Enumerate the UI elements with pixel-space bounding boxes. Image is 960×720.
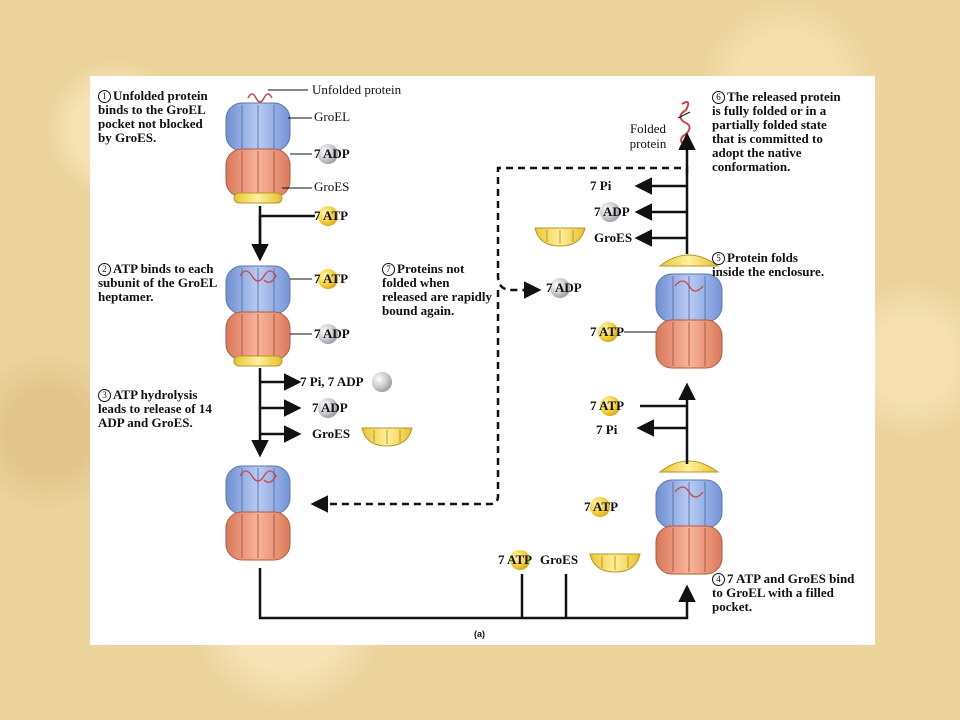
- groel-complex-1: [225, 93, 291, 204]
- step-5-text: Protein folds inside the enclosure.: [712, 250, 825, 279]
- chip-7atp-45: 7 ATP: [590, 398, 625, 413]
- atp-ball-1: [318, 206, 338, 226]
- chip-7adp-2: 7 ADP: [314, 326, 350, 341]
- step-3-text: ATP hydrolysis leads to release of 14 AD…: [98, 387, 212, 430]
- step-1-text: Unfolded protein binds to the GroEL pock…: [98, 88, 208, 145]
- chip-7pi-6: 7 Pi: [590, 178, 612, 193]
- diagram-canvas: [225, 89, 723, 620]
- adp-ball-1: [318, 144, 338, 164]
- chip-7pi-7adp: 7 Pi, 7 ADP: [300, 374, 364, 389]
- chip-7atp-1: 7 ATP: [314, 208, 349, 223]
- label-groel: GroEL: [314, 109, 351, 124]
- groes-cap-4: [589, 553, 641, 573]
- chip-7adp-3: 7 ADP: [312, 400, 348, 415]
- step-7-text: Proteins not folded when released are ra…: [382, 261, 493, 318]
- figure-caption: (a): [474, 629, 485, 639]
- chip-7atp-2: 7 ATP: [314, 271, 349, 286]
- chip-groes-4: GroES: [540, 552, 579, 567]
- atp-ball-5: [598, 322, 618, 342]
- groes-cap-3: [361, 427, 413, 447]
- unfolded-protein-squiggle: [247, 93, 273, 103]
- groel-complex-5: [655, 254, 723, 369]
- atp-ball-4b: [510, 550, 530, 570]
- groel-complex-3: [225, 465, 291, 561]
- groel-complex-2: [225, 265, 291, 367]
- step-2-text: ATP binds to each subunit of the GroEL h…: [98, 261, 217, 304]
- step-6-text: The released protein is fully folded or …: [712, 89, 841, 174]
- chip-groes-6: GroES: [594, 230, 633, 245]
- adp-ball-2: [318, 324, 338, 344]
- chip-7atp-4r: 7 ATP: [584, 499, 619, 514]
- leader-lines: [268, 89, 691, 335]
- chip-7atp-4: 7 ATP: [498, 552, 533, 567]
- chip-7adp-1: 7 ADP: [314, 146, 350, 161]
- chip-7pi-45: 7 Pi: [596, 422, 618, 437]
- adp-ball-3a: [372, 372, 392, 392]
- adp-ball-3b: [318, 398, 338, 418]
- chip-7adp-6: 7 ADP: [594, 204, 630, 219]
- diagram-panel: Unfolded protein GroEL GroES Folded prot…: [90, 76, 875, 645]
- label-unfolded-protein: Unfolded protein: [312, 82, 402, 97]
- chip-7adp-7: 7 ADP: [546, 280, 582, 295]
- groes-cap-6: [534, 227, 586, 247]
- adp-ball-6: [600, 202, 620, 222]
- step-4-text: 7 ATP and GroES bind to GroEL with a fil…: [712, 571, 855, 614]
- label-folded-protein: Folded protein: [629, 121, 667, 151]
- chip-groes-3: GroES: [312, 426, 351, 441]
- label-groes: GroES: [314, 179, 350, 194]
- groel-complex-4: [655, 460, 723, 575]
- atp-ball-4: [590, 497, 610, 517]
- atp-ball-2: [318, 269, 338, 289]
- atp-ball-45: [600, 396, 620, 416]
- adp-ball-7: [550, 278, 570, 298]
- chip-7atp-5: 7 ATP: [590, 324, 625, 339]
